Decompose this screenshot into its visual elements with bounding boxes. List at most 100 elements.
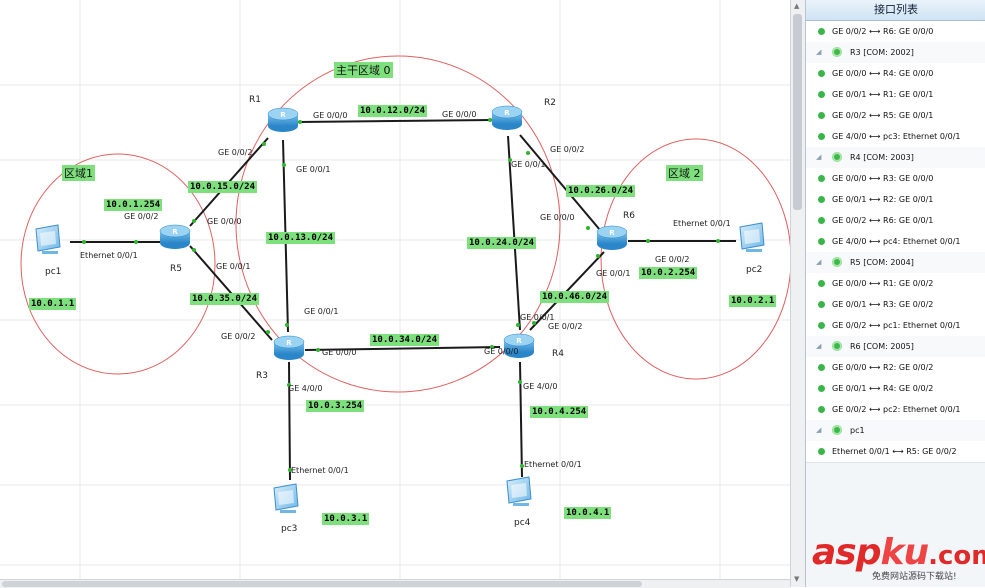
device-group-row[interactable]: ◢ pc1 <box>806 420 985 442</box>
scroll-up-icon[interactable]: ▲ <box>794 2 800 10</box>
horizontal-scroll-thumb[interactable] <box>2 581 642 587</box>
device-group-row[interactable]: ◢R4 [COM: 2003] <box>806 147 985 169</box>
port-label-pc4-eth: Ethernet 0/0/1 <box>524 460 582 469</box>
interface-row[interactable]: Ethernet 0/0/1 ⟷ R5: GE 0/0/2 <box>806 441 985 463</box>
interface-row[interactable]: GE 0/0/2 ⟷ pc1: Ethernet 0/0/1 <box>806 315 985 337</box>
interface-row[interactable]: GE 0/0/0 ⟷ R2: GE 0/0/2 <box>806 357 985 379</box>
port-label-r4-g002: GE 0/0/2 <box>548 322 583 331</box>
device-name-pc2: pc2 <box>746 265 763 275</box>
router-r6: R <box>596 225 628 250</box>
vertical-scrollbar[interactable]: ▲ ▼ <box>790 0 805 587</box>
interface-row[interactable]: GE 0/0/2 ⟷ R6: GE 0/0/0 <box>806 21 985 43</box>
device-name-r2: R2 <box>544 98 556 108</box>
vertical-scroll-thumb[interactable] <box>793 14 802 210</box>
interface-row[interactable]: GE 0/0/0 ⟷ R3: GE 0/0/0 <box>806 168 985 190</box>
port-label-r4-g400: GE 4/0/0 <box>523 382 558 391</box>
link-status-icon <box>818 112 825 119</box>
port-label-r4-g001: GE 0/0/1 <box>520 313 555 322</box>
interface-label: GE 0/0/0 ⟷ R4: GE 0/0/0 <box>832 69 934 78</box>
watermark-subtitle: 免费网站源码下载站! <box>872 569 957 582</box>
device-name-pc4: pc4 <box>514 518 531 528</box>
interface-row[interactable]: GE 0/0/1 ⟷ R4: GE 0/0/2 <box>806 378 985 400</box>
interface-label: GE 4/0/0 ⟷ pc3: Ethernet 0/0/1 <box>832 132 961 141</box>
interface-row[interactable]: GE 0/0/2 ⟷ R5: GE 0/0/1 <box>806 105 985 127</box>
router-r2: R <box>491 105 523 130</box>
interface-row[interactable]: GE 0/0/0 ⟷ R1: GE 0/0/2 <box>806 273 985 295</box>
interface-label: GE 0/0/1 ⟷ R1: GE 0/0/1 <box>832 90 934 99</box>
expand-triangle-icon[interactable]: ◢ <box>816 153 822 161</box>
device-name-r5: R5 <box>170 264 182 274</box>
port-label-r2-g002: GE 0/0/2 <box>550 145 585 154</box>
interface-row[interactable]: GE 0/0/1 ⟷ R2: GE 0/0/1 <box>806 189 985 211</box>
link-r4-pc4 <box>519 361 523 478</box>
watermark-text-b: ku <box>880 532 930 573</box>
topology-canvas[interactable]: R R R R R R 主干区域 0 区域1 区域 2 R1 R2 <box>0 0 790 587</box>
host-label-pc2: 10.0.2.1 <box>729 295 777 307</box>
port-label-r6-g002: GE 0/0/2 <box>655 255 690 264</box>
link-status-icon <box>818 238 825 245</box>
links <box>70 119 736 481</box>
interface-row[interactable]: GE 0/0/0 ⟷ R4: GE 0/0/0 <box>806 63 985 85</box>
network-label-r1-r3: 10.0.13.0/24 <box>266 232 336 244</box>
device-status-icon <box>832 341 842 351</box>
interface-row[interactable]: GE 0/0/1 ⟷ R1: GE 0/0/1 <box>806 84 985 106</box>
interface-row[interactable]: GE 4/0/0 ⟷ pc3: Ethernet 0/0/1 <box>806 126 985 148</box>
interface-list-panel: 接口列表 GE 0/0/2 ⟷ R6: GE 0/0/0◢R3 [COM: 20… <box>805 0 985 587</box>
port-label-r3-g000: GE 0/0/0 <box>322 348 357 357</box>
pc2-device <box>739 222 765 252</box>
expand-triangle-icon[interactable]: ◢ <box>816 426 822 434</box>
network-label-r1-r2: 10.0.12.0/24 <box>358 105 428 117</box>
svg-text:R: R <box>504 109 510 117</box>
link-status-icon <box>818 406 825 413</box>
device-group-row[interactable]: ◢R5 [COM: 2004] <box>806 252 985 274</box>
device-name-r1: R1 <box>249 95 261 105</box>
router-r1: R <box>267 107 299 132</box>
gateway-label-pc3: 10.0.3.254 <box>306 400 365 412</box>
link-status-icon <box>818 196 825 203</box>
expand-triangle-icon[interactable]: ◢ <box>816 342 822 350</box>
interface-row[interactable]: GE 0/0/2 ⟷ pc2: Ethernet 0/0/1 <box>806 399 985 421</box>
link-status-icon <box>818 322 825 329</box>
device-group-label: pc1 <box>850 426 865 435</box>
link-r2-r6 <box>519 134 601 231</box>
area1-label: 区域1 <box>62 165 95 181</box>
router-r3: R <box>273 335 305 360</box>
device-group-row[interactable]: ◢R6 [COM: 2005] <box>806 336 985 358</box>
horizontal-scrollbar[interactable] <box>0 579 790 588</box>
interface-row[interactable]: GE 0/0/1 ⟷ R3: GE 0/0/2 <box>806 294 985 316</box>
interface-label: GE 0/0/1 ⟷ R3: GE 0/0/2 <box>832 300 934 309</box>
pc4-device <box>506 476 532 506</box>
link-status-icon <box>818 28 825 35</box>
backbone-area-circle <box>235 55 561 393</box>
link-status-icon <box>818 70 825 77</box>
network-label-r5-r3: 10.0.35.0/24 <box>190 293 260 305</box>
link-status-icon <box>818 364 825 371</box>
link-r2-r4 <box>507 135 521 331</box>
interface-row[interactable]: GE 4/0/0 ⟷ pc4: Ethernet 0/0/1 <box>806 231 985 253</box>
port-label-pc1-eth: Ethernet 0/0/1 <box>80 251 138 260</box>
svg-text:R: R <box>172 228 178 236</box>
device-name-pc1: pc1 <box>45 267 62 277</box>
link-status-icon <box>818 175 825 182</box>
interface-label: GE 0/0/2 ⟷ R6: GE 0/0/1 <box>832 216 934 225</box>
port-label-r1-g001: GE 0/0/1 <box>296 165 331 174</box>
device-name-r4: R4 <box>552 349 564 359</box>
port-dots <box>82 118 720 472</box>
expand-triangle-icon[interactable]: ◢ <box>816 48 822 56</box>
interface-label: GE 0/0/2 ⟷ R6: GE 0/0/0 <box>832 27 934 36</box>
interface-row[interactable]: GE 0/0/2 ⟷ R6: GE 0/0/1 <box>806 210 985 232</box>
port-label-r6-g001: GE 0/0/1 <box>596 269 631 278</box>
link-status-icon <box>818 301 825 308</box>
port-label-r6-g000: GE 0/0/0 <box>540 213 575 222</box>
canvas-grid <box>0 0 790 580</box>
expand-triangle-icon[interactable]: ◢ <box>816 258 822 266</box>
device-group-row[interactable]: ◢R3 [COM: 2002] <box>806 42 985 64</box>
watermark-logo: aspku.com <box>812 532 985 573</box>
port-label-r3-g400: GE 4/0/0 <box>288 384 323 393</box>
watermark-text-a: asp <box>812 532 881 573</box>
network-label-r4-r6: 10.0.46.0/24 <box>540 291 610 303</box>
port-label-r4-g000: GE 0/0/0 <box>484 347 519 356</box>
device-status-icon <box>832 47 842 57</box>
link-status-icon <box>818 217 825 224</box>
scroll-down-icon[interactable]: ▼ <box>794 575 800 583</box>
